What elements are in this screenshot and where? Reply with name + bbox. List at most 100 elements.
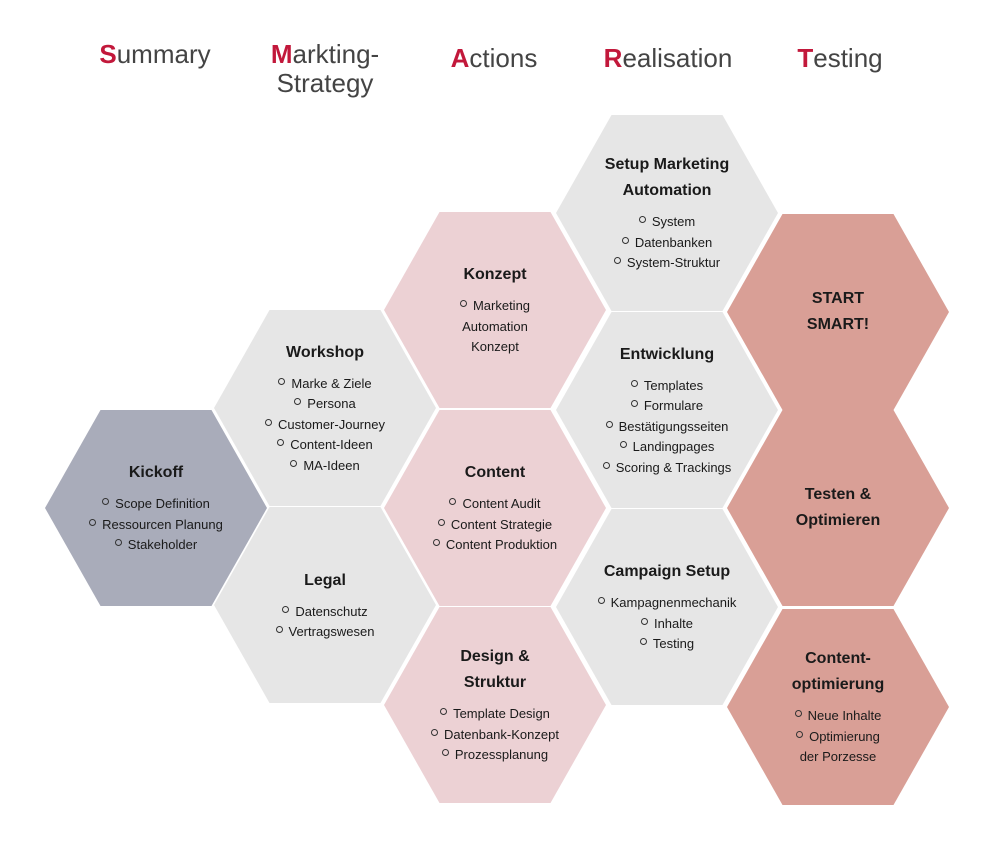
hex-list-item: Vertragswesen — [275, 622, 375, 643]
phase-rest: ctions — [469, 43, 538, 73]
hex-list-item: Neue Inhalte — [794, 706, 882, 727]
hex-title: START SMART! — [806, 290, 870, 333]
bullet-circle-icon — [114, 539, 122, 547]
bullet-circle-icon — [794, 710, 802, 718]
hex-list-item: Template Design — [431, 704, 559, 725]
hex-list-item: Content Produktion — [432, 535, 558, 556]
hex-item-text: Ressourcen Planung — [102, 516, 223, 532]
hex-title: Design & Struktur — [460, 648, 530, 692]
hex-item-text: Optimierung der Porzesse — [799, 728, 880, 765]
bullet-circle-icon — [432, 539, 440, 547]
hex-item-text: Content Produktion — [445, 537, 558, 553]
hex-item-text: Testing — [652, 636, 695, 652]
bullet-circle-icon — [277, 439, 285, 447]
hex-item-list: Marketing Automation Konzept — [459, 296, 531, 358]
bullet-circle-icon — [597, 597, 605, 605]
hex-item-text: System-Struktur — [626, 255, 721, 271]
phase-rest: arkting- Strategy — [276, 39, 380, 98]
hex-list-item: MA-Ideen — [265, 456, 385, 477]
bullet-circle-icon — [290, 459, 298, 467]
hex-list-item: Datenbank-Konzept — [431, 725, 559, 746]
hex-item-text: Template Design — [453, 706, 550, 722]
hex-title: Entwicklung — [619, 345, 715, 363]
hex-title: Workshop — [286, 343, 364, 361]
hex-list-item: Content Strategie — [433, 515, 557, 536]
hex-item-text: Datenschutz — [295, 603, 368, 619]
bullet-circle-icon — [459, 300, 467, 308]
hex-list-item: Datenschutz — [276, 602, 375, 623]
hex-item-text: Prozessplanung — [454, 747, 549, 763]
hex-list-item: Content Audit — [433, 494, 557, 515]
bullet-circle-icon — [440, 708, 448, 716]
hex-item-text: Content-Ideen — [290, 437, 373, 453]
hex-item-text: Neue Inhalte — [807, 708, 882, 724]
bullet-circle-icon — [621, 236, 629, 244]
hex-list-item: Datenbanken — [614, 233, 720, 254]
hex-item-text: MA-Ideen — [303, 457, 360, 473]
phase-label-1: Markting- Strategy — [271, 40, 379, 98]
hex-title: Content — [464, 464, 526, 482]
hex-item-text: Customer-Journey — [278, 416, 385, 432]
hex-list-item: Templates — [603, 376, 732, 397]
bullet-circle-icon — [431, 728, 439, 736]
bullet-circle-icon — [282, 605, 290, 613]
phase-initial: T — [797, 43, 814, 73]
bullet-circle-icon — [613, 257, 621, 265]
hex-item-text: Datenbanken — [634, 234, 713, 250]
hex-title: Legal — [304, 571, 346, 589]
hex-list-item: Scope Definition — [89, 494, 223, 515]
bullet-circle-icon — [630, 400, 638, 408]
phase-label-3: Realisation — [604, 44, 733, 73]
hex-list-item: Prozessplanung — [431, 745, 559, 766]
hex-list-item: Kampagnenmechanik — [597, 593, 736, 614]
phase-initial: R — [603, 43, 623, 73]
hex-item-text: Marke & Ziele — [291, 375, 372, 391]
hex-item-text: Marketing Automation Konzept — [462, 298, 531, 355]
hex-item-text: Scoring & Trackings — [615, 459, 732, 475]
hex-title: Testen & Optimieren — [795, 486, 881, 529]
hex-list-item: Formulare — [603, 396, 732, 417]
hex-list-item: Scoring & Trackings — [602, 458, 732, 479]
phase-label-0: Summary — [99, 40, 210, 69]
bullet-circle-icon — [275, 626, 283, 633]
hex-item-text: Scope Definition — [115, 496, 210, 512]
hex-title: Setup Marketing Automation — [604, 156, 730, 200]
bullet-circle-icon — [89, 518, 97, 526]
bullet-circle-icon — [640, 617, 648, 625]
hex-list-item: Landingpages — [603, 437, 732, 458]
hex-title: Content- optimierung — [791, 650, 885, 694]
hex-item-text: Inhalte — [653, 615, 694, 631]
hex-list-item: Testing — [598, 634, 737, 655]
hex-item-text: Vertragswesen — [288, 624, 375, 639]
bullet-circle-icon — [102, 498, 110, 506]
hex-list-item: Persona — [265, 394, 385, 415]
hex-item-text: Datenbank-Konzept — [444, 726, 559, 742]
bullet-circle-icon — [441, 749, 449, 757]
hex-list-item: Ressourcen Planung — [89, 515, 223, 536]
hex-item-text: Landingpages — [632, 439, 715, 455]
bullet-circle-icon — [605, 420, 613, 428]
hex-item-text: Templates — [643, 377, 704, 393]
hex-list-item: System-Struktur — [613, 253, 721, 274]
hex-list-item: Marketing Automation Konzept — [459, 296, 531, 358]
hex-item-text: Content Strategie — [450, 516, 553, 532]
hex-list-item: Marke & Ziele — [265, 374, 385, 395]
bullet-circle-icon — [278, 377, 286, 385]
phase-rest: ealisation — [622, 43, 733, 73]
bullet-circle-icon — [437, 518, 445, 526]
bullet-circle-icon — [619, 441, 627, 449]
bullet-circle-icon — [294, 398, 302, 406]
